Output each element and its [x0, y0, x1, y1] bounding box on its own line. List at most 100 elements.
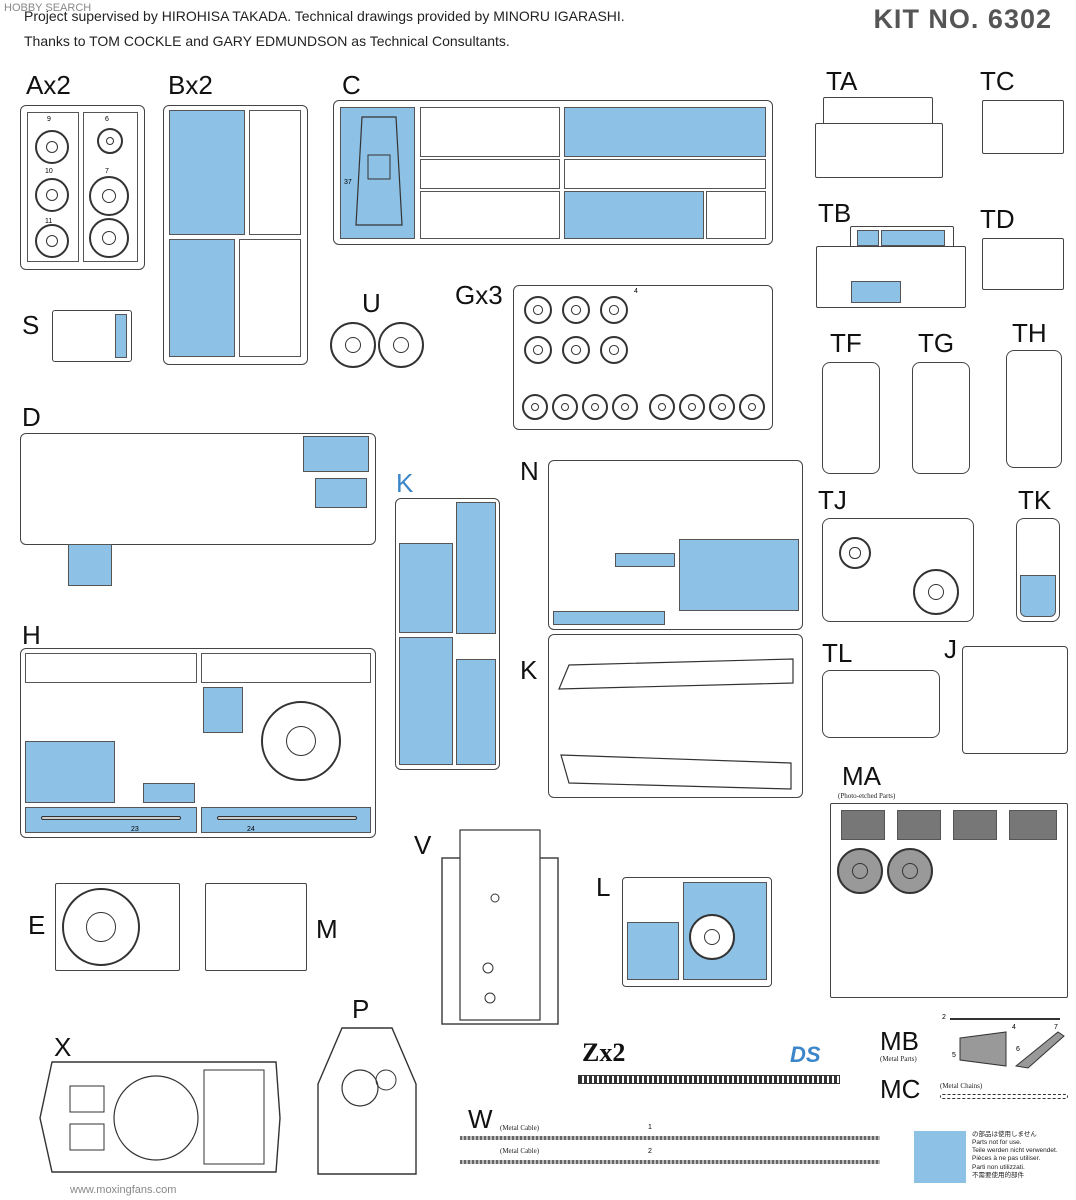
- sprue-m: [205, 883, 307, 971]
- header-line-1: Project supervised by HIROHISA TAKADA. T…: [24, 8, 625, 24]
- sprue-label-u: U: [362, 288, 381, 318]
- note-line: Parts not for use.: [972, 1139, 1022, 1147]
- sprue-label-k-upper: K: [396, 468, 414, 498]
- sprue-b-panel-blue-bottom: [169, 239, 235, 357]
- sprue-k-upper: [395, 498, 500, 770]
- part-num: 2: [648, 1148, 652, 1155]
- sprue-b: [163, 105, 308, 365]
- ds-logo: DS: [790, 1042, 821, 1067]
- sprue-h-blue-rod: [25, 807, 197, 833]
- g-road-wheel: [600, 296, 628, 324]
- sprue-h-blue: [203, 687, 243, 733]
- part-num: 24: [247, 826, 255, 833]
- part-num: 1: [648, 1124, 652, 1131]
- sprue-h-blue: [25, 741, 115, 803]
- sprue-label-v: V: [414, 830, 432, 860]
- part-num: 9: [47, 116, 51, 123]
- sprue-c-panel-blue-top: [564, 107, 766, 157]
- sprue-h: 23 24: [20, 648, 376, 838]
- sprue-b-panel-blue-top: [169, 110, 245, 235]
- sprue-tb-lower: [816, 246, 966, 308]
- sprue-tk-blue: [1020, 575, 1056, 617]
- sprocket-part: [89, 176, 129, 216]
- sprue-label-x: X: [54, 1032, 72, 1062]
- sprue-c-panel-bottom: [420, 191, 560, 239]
- k-lower-fender: [560, 754, 792, 790]
- note-line: Pièces à ne pas utiliser.: [972, 1155, 1041, 1163]
- w-subtitle-1: (Metal Cable): [500, 1124, 540, 1132]
- sprue-h-blue: [143, 783, 195, 803]
- sprue-label-tg: TG: [918, 328, 955, 358]
- sprue-c-panel-left: [340, 107, 415, 239]
- sprue-e: [55, 883, 180, 971]
- tj-ring-part: [839, 537, 871, 569]
- sprue-tc: [982, 100, 1064, 154]
- sprue-label-n: N: [520, 456, 539, 486]
- sprue-k-blue: [456, 659, 496, 765]
- sprue-label-z: Zx2: [582, 1038, 626, 1067]
- sprue-label-p: P: [352, 994, 370, 1024]
- sprue-label-b: Bx2: [168, 70, 213, 100]
- sprue-label-tl: TL: [822, 638, 853, 668]
- sprue-label-tj: TJ: [818, 485, 847, 515]
- sprue-label-mc: MC: [880, 1074, 921, 1104]
- part-num: 7: [1054, 1024, 1058, 1031]
- sprue-tj: [822, 518, 974, 622]
- sprue-label-w: W: [468, 1104, 493, 1134]
- mc-subtitle: (Metal Chains): [940, 1082, 983, 1090]
- g-road-wheel: [522, 394, 548, 420]
- sprue-c-hull-plate: [355, 116, 403, 226]
- sprue-th: [1006, 350, 1062, 468]
- ma-grille: [1009, 810, 1057, 840]
- part-num: 23: [131, 826, 139, 833]
- ma-grille: [841, 810, 885, 840]
- mb-hatched-parts: [959, 1031, 1065, 1069]
- kit-number: KIT NO. 6302: [873, 4, 1052, 34]
- sprue-s: [52, 310, 132, 362]
- u-part-1: [330, 322, 376, 368]
- sprue-c-panel-blue-bottom: [564, 191, 704, 239]
- sprue-label-d: D: [22, 402, 41, 432]
- part-num: 6: [105, 116, 109, 123]
- ma-fan-screen: [887, 848, 933, 894]
- sprue-tf: [822, 362, 880, 474]
- sprocket-part: [89, 218, 129, 258]
- part-num: 37: [344, 179, 352, 186]
- sprue-d-blue-tab: [68, 544, 112, 586]
- sprue-label-ma: MA: [842, 761, 881, 791]
- sprue-label-m: M: [316, 914, 338, 944]
- sprue-ma: [830, 803, 1068, 998]
- sprue-label-s: S: [22, 310, 40, 340]
- sprue-d: [20, 433, 376, 545]
- sprue-j: [962, 646, 1068, 754]
- sprue-tb-blue: [857, 230, 879, 246]
- sprue-g: 4: [513, 285, 773, 430]
- sprue-td: [982, 238, 1064, 290]
- tj-steering-part: [913, 569, 959, 615]
- idler-hub-part: [97, 128, 123, 154]
- sprue-k-blue: [456, 502, 496, 634]
- mc-chain: [940, 1094, 1068, 1099]
- sprue-k-blue: [399, 543, 453, 633]
- part-num: 10: [45, 168, 53, 175]
- sprue-c-panel-bottom-right: [706, 191, 766, 239]
- sprue-label-h: H: [22, 620, 41, 650]
- sprue-label-l: L: [596, 872, 611, 902]
- sprue-label-a: Ax2: [26, 70, 71, 100]
- ma-subtitle: (Photo-etched Parts): [838, 792, 896, 800]
- header-line-2: Thanks to TOM COCKLE and GARY EDMUNDSON …: [24, 33, 510, 49]
- sprue-h-panel: [201, 653, 371, 683]
- road-wheel-part: [35, 178, 69, 212]
- g-road-wheel: [739, 394, 765, 420]
- sprue-c: 37: [333, 100, 773, 245]
- u-part-2: [378, 322, 424, 368]
- part-num: 7: [105, 168, 109, 175]
- g-road-wheel: [524, 336, 552, 364]
- note-line: の部品は使用しません: [972, 1131, 1037, 1138]
- sprue-ta-lower: [815, 123, 943, 178]
- sprue-n: [548, 460, 803, 630]
- mb-wire: [950, 1018, 1060, 1020]
- sprue-d-blue: [315, 478, 367, 508]
- g-road-wheel: [562, 296, 590, 324]
- g-road-wheel: [582, 394, 608, 420]
